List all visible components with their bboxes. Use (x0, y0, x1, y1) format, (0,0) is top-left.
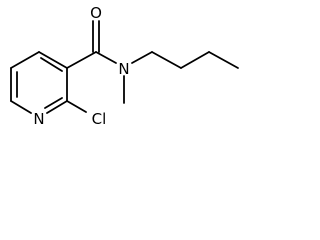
ring-nitrogen-label: N (33, 110, 44, 128)
ring-bond-c2-n1-inner (44, 97, 63, 109)
butyl-bond-3 (180, 51, 210, 69)
bond-c3-carbonyl (66, 51, 97, 69)
oxygen-label: O (90, 4, 102, 22)
butyl-bond-1 (131, 51, 153, 64)
amide-nitrogen-label: N (118, 60, 129, 78)
ring-bond-n1-c6 (10, 100, 32, 114)
butyl-bond-4 (208, 51, 239, 69)
ring-bond-c2-n1 (46, 100, 68, 114)
ring-bond-c5-c4 (10, 51, 40, 69)
bond-c2-chlorine (66, 100, 87, 113)
butyl-bond-2 (151, 51, 182, 69)
chlorine-label: Cl (92, 110, 107, 128)
pyridine-ring (10, 51, 68, 114)
ring-bond-c4-c3 (38, 51, 68, 69)
bond-carbonyl-nitrogen (95, 51, 117, 64)
butyl-chain (131, 51, 239, 69)
ring-bond-c3-c3-inner (40, 57, 63, 72)
chemical-structure-diagram: O N N Cl (10, 4, 239, 128)
carboxamide-group (66, 20, 117, 69)
